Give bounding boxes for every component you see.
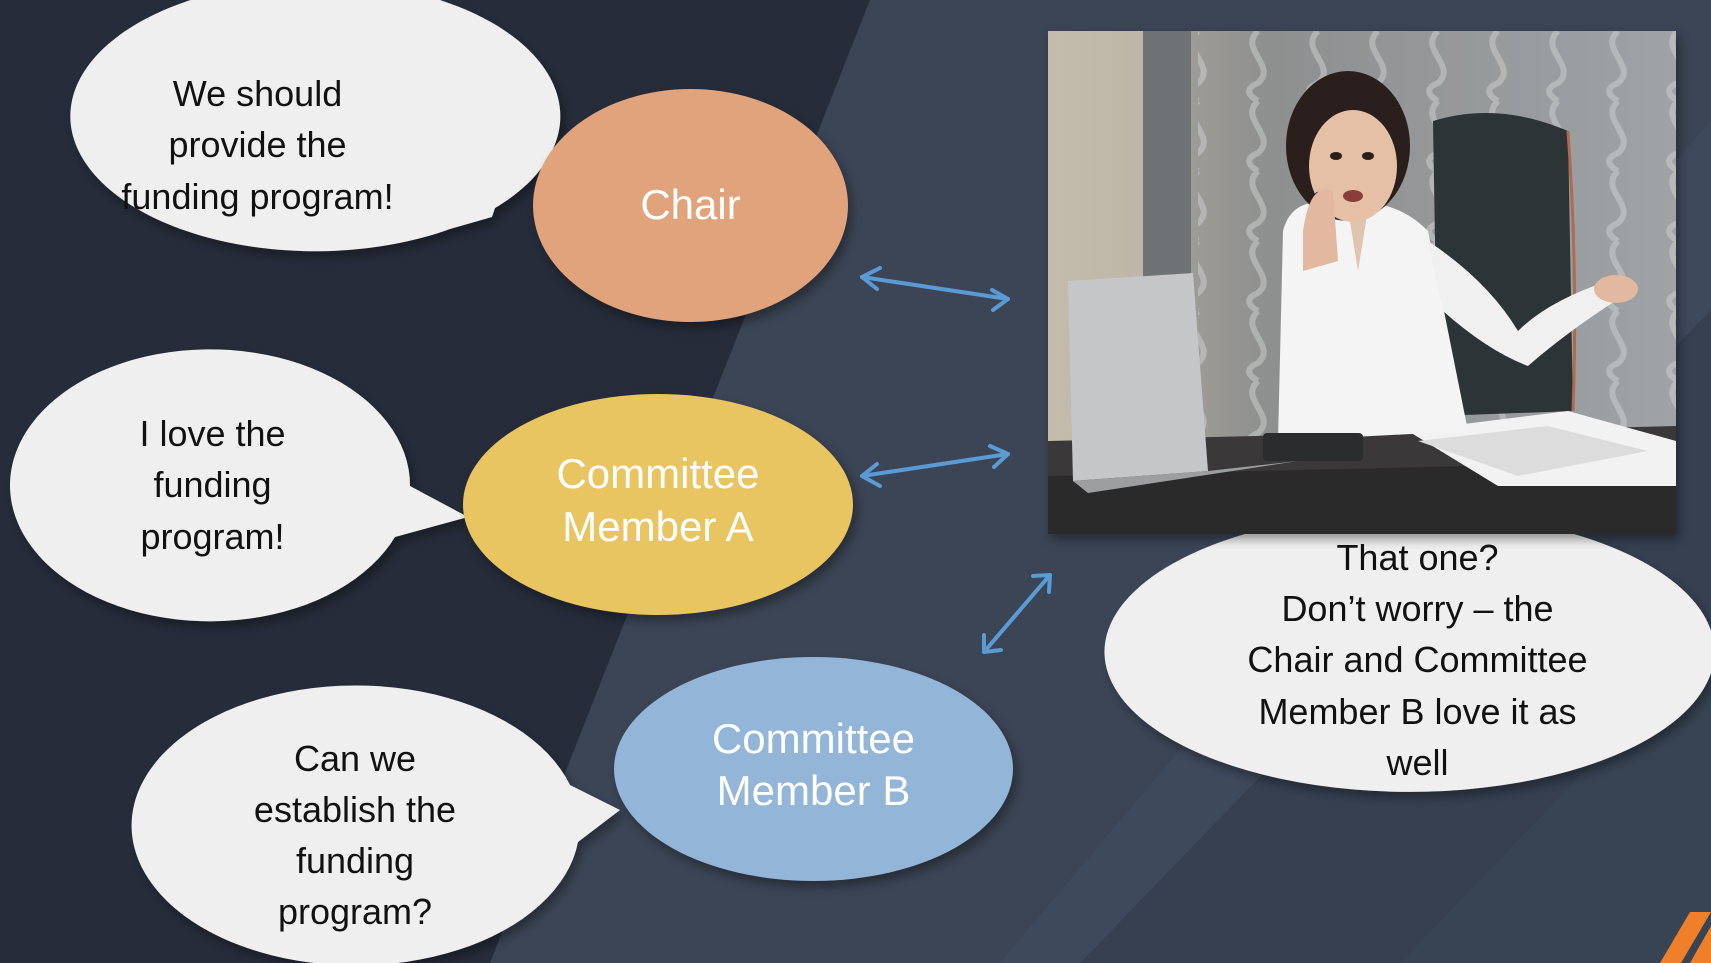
speech-text-line: provide the <box>168 124 347 166</box>
speech-bubble-member-b <box>131 685 620 963</box>
node-chair: Chair <box>533 89 848 322</box>
speech-text-chair: We should provide the funding program! <box>50 50 465 240</box>
speech-text-line: Chair and Committee <box>1247 639 1588 681</box>
speech-bubble-member-a <box>10 349 468 622</box>
speech-text-line: I love the <box>139 413 286 455</box>
speech-text-line: Don’t worry – the <box>1281 588 1554 630</box>
photo-businesswoman <box>1048 31 1676 534</box>
node-member-b-label-line2: Member B <box>716 767 911 814</box>
speech-text-person: That one? Don’t worry – the Chair and Co… <box>1130 530 1705 790</box>
node-chair-label: Chair <box>640 181 741 229</box>
speech-bubble-chair <box>70 0 561 252</box>
node-member-a: Committee Member A <box>463 394 853 615</box>
node-member-a-label-line2: Member A <box>562 502 754 550</box>
speech-text-line: That one? <box>1336 537 1499 579</box>
node-member-b-label-line1: Committee <box>711 714 916 762</box>
speech-text-line: funding program! <box>121 175 394 217</box>
speech-text-line: program! <box>140 515 285 557</box>
node-member-b: Committee Member B <box>614 657 1013 881</box>
speech-text-line: funding <box>153 464 272 506</box>
speech-text-line: program? <box>277 891 433 933</box>
speech-text-line: Can we <box>293 737 417 779</box>
speech-text-line: establish the <box>253 788 457 830</box>
node-member-a-label-line1: Committee <box>556 450 760 497</box>
speech-text-line: Member B love it as <box>1258 690 1577 732</box>
speech-text-member-b: Can we establish the funding program? <box>150 715 560 955</box>
speech-text-line: funding <box>295 840 415 881</box>
speech-text-member-a: I love the funding program! <box>40 390 385 580</box>
speech-text-line: We should <box>172 73 343 115</box>
speech-text-line: well <box>1386 741 1449 783</box>
